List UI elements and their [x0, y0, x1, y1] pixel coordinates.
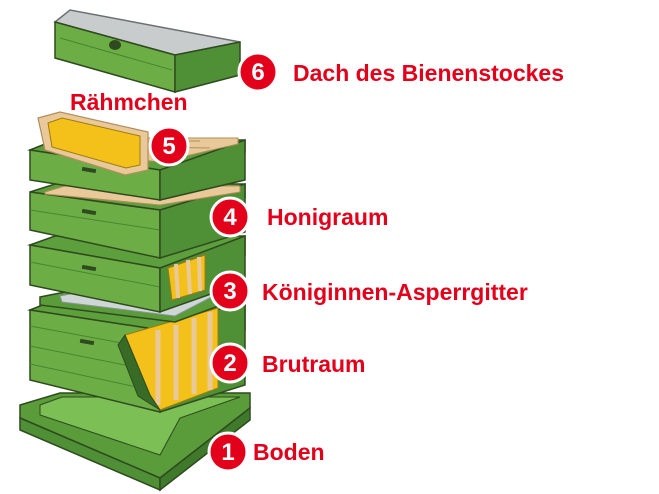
label-bottom-board: Boden	[253, 439, 325, 465]
badge-number: 1	[221, 439, 234, 466]
badge-3: 3	[209, 270, 251, 312]
badge-6: 6	[237, 51, 279, 93]
badge-5: 5	[148, 125, 190, 167]
badge-number: 4	[223, 204, 237, 231]
badge-number: 3	[223, 278, 236, 305]
label-frames: Rähmchen	[70, 89, 188, 115]
brood-box	[27, 298, 246, 414]
bottom-board	[19, 392, 251, 492]
frames-box	[27, 111, 246, 201]
label-queen-excluder: Königinnen-Asperrgitter	[262, 279, 528, 305]
label-roof: Dach des Bienenstockes	[293, 60, 564, 86]
badge-number: 2	[223, 350, 236, 377]
label-honey-super: Honigraum	[267, 204, 388, 230]
label-brood-box: Brutraum	[262, 351, 366, 377]
roof	[53, 9, 241, 93]
badge-number: 5	[162, 133, 175, 160]
badge-number: 6	[251, 59, 264, 86]
badge-4: 4	[209, 196, 251, 238]
badge-2: 2	[209, 342, 251, 384]
badge-1: 1	[207, 431, 249, 473]
